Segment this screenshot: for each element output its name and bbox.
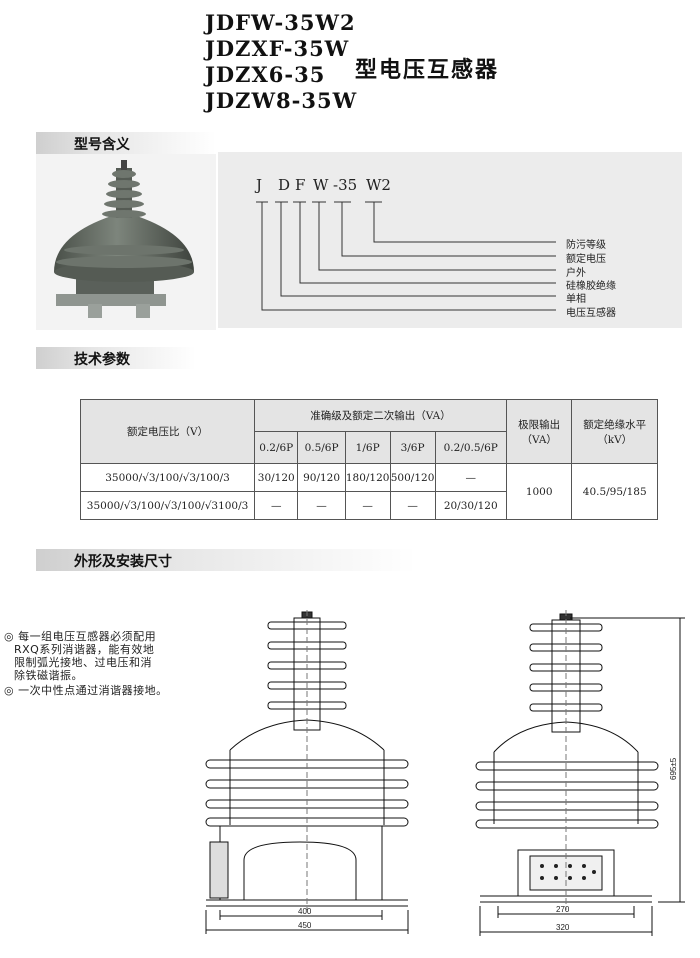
dim-side-outer-width: 320 — [556, 923, 570, 932]
legend-pollution-class: 防污等级 — [566, 240, 606, 251]
table-row: 35000/√3/100/√3/100/3 30/120 90/120 180/… — [79, 463, 658, 520]
product-name: 型电压互感器 — [355, 58, 500, 83]
model-4: JDZW8-35W — [205, 88, 358, 113]
section-title-tech-params: 技术参数 — [74, 352, 130, 368]
section-title-dimensions: 外形及安装尺寸 — [74, 554, 172, 570]
code-pollution: W2 — [366, 176, 391, 194]
code-letter-d: D — [278, 176, 291, 194]
ratio-cell: 35000/√3/100/√3/100/3 — [79, 463, 256, 492]
value-cell: 30/120 — [254, 463, 299, 492]
value-cell: 20/30/120 — [434, 491, 507, 520]
header-accuracy-output: 准确级及额定二次输出（VA） — [254, 399, 507, 432]
spec-table: 额定电压比（V） 准确级及额定二次输出（VA） 极限输出（VA） 额定绝缘水平（… — [79, 399, 658, 520]
header-class-3-6p: 3/6P — [389, 431, 436, 464]
note-line-1: ◎ 每一组电压互感器必须配用 — [4, 630, 157, 643]
dim-front-outer-width: 450 — [298, 921, 312, 930]
header-class-0-2-0-5-6p: 0.2/0.5/6P — [434, 431, 507, 464]
note-line-2: RXQ系列消谐器，能有效地 — [14, 643, 155, 656]
code-letter-j: J — [256, 176, 263, 194]
terminal-markings — [540, 864, 596, 880]
limit-output-cell: 1000 — [505, 463, 573, 520]
legend-silicone-insulation: 硅橡胶绝缘 — [566, 281, 616, 292]
dim-side-inner-width: 270 — [556, 905, 570, 914]
header-limit-output: 极限输出（VA） — [505, 399, 573, 464]
product-photo — [36, 154, 216, 330]
section-bar-tech-params — [36, 347, 196, 369]
model-code-leader-lines — [256, 201, 556, 311]
front-view-drawing: 400 450 — [205, 610, 409, 934]
code-letter-w: W — [313, 176, 329, 194]
section-bar-dimensions — [36, 549, 416, 571]
value-cell: — — [344, 491, 391, 520]
model-2: JDZXF-35W — [205, 36, 350, 61]
value-cell: 500/120 — [389, 463, 436, 492]
legend-voltage-transformer: 电压互感器 — [566, 308, 616, 319]
ratio-cell: 35000/√3/100/√3/100/√3100/3 — [79, 491, 256, 520]
header-class-0-2-6p: 0.2/6P — [254, 431, 299, 464]
value-cell: 90/120 — [297, 463, 346, 492]
value-cell: — — [254, 491, 299, 520]
value-cell: — — [297, 491, 346, 520]
table-row: 35000/√3/100/√3/100/√3100/3 — — — — 20/3… — [79, 491, 658, 520]
dim-front-inner-width: 400 — [298, 907, 312, 916]
note-line-5: ◎ 一次中性点通过消谐器接地。 — [4, 684, 168, 697]
value-cell: 180/120 — [344, 463, 391, 492]
section-title-model-meaning: 型号含义 — [74, 137, 130, 153]
note-line-3: 限制弧光接地、过电压和消 — [14, 656, 152, 669]
legend-single-phase: 单相 — [566, 294, 586, 305]
section-bar-model-meaning — [36, 132, 216, 154]
value-cell: — — [434, 463, 507, 492]
insulation-level-cell: 40.5/95/185 — [571, 463, 658, 520]
header-voltage-ratio: 额定电压比（V） — [79, 399, 256, 464]
dim-height: 695±5 — [669, 757, 678, 780]
legend-outdoor: 户外 — [566, 268, 586, 279]
model-meaning-panel — [218, 152, 682, 328]
header-class-1-6p: 1/6P — [344, 431, 391, 464]
legend-rated-voltage: 额定电压 — [566, 254, 606, 265]
code-voltage: -35 — [333, 176, 358, 194]
model-3: JDZX6-35 — [205, 62, 326, 87]
model-list: JDFW-35W2 JDZXF-35W JDZX6-35 JDZW8-35W — [205, 10, 357, 114]
header-insulation-level: 额定绝缘水平（kV） — [571, 399, 658, 464]
model-1: JDFW-35W2 — [205, 10, 356, 35]
side-view-drawing: 270 320 695±5 — [475, 610, 685, 936]
note-line-4: 除铁磁谐振。 — [14, 669, 83, 682]
code-letter-f: F — [295, 176, 306, 194]
header-class-0-5-6p: 0.5/6P — [297, 431, 346, 464]
value-cell: — — [389, 491, 436, 520]
